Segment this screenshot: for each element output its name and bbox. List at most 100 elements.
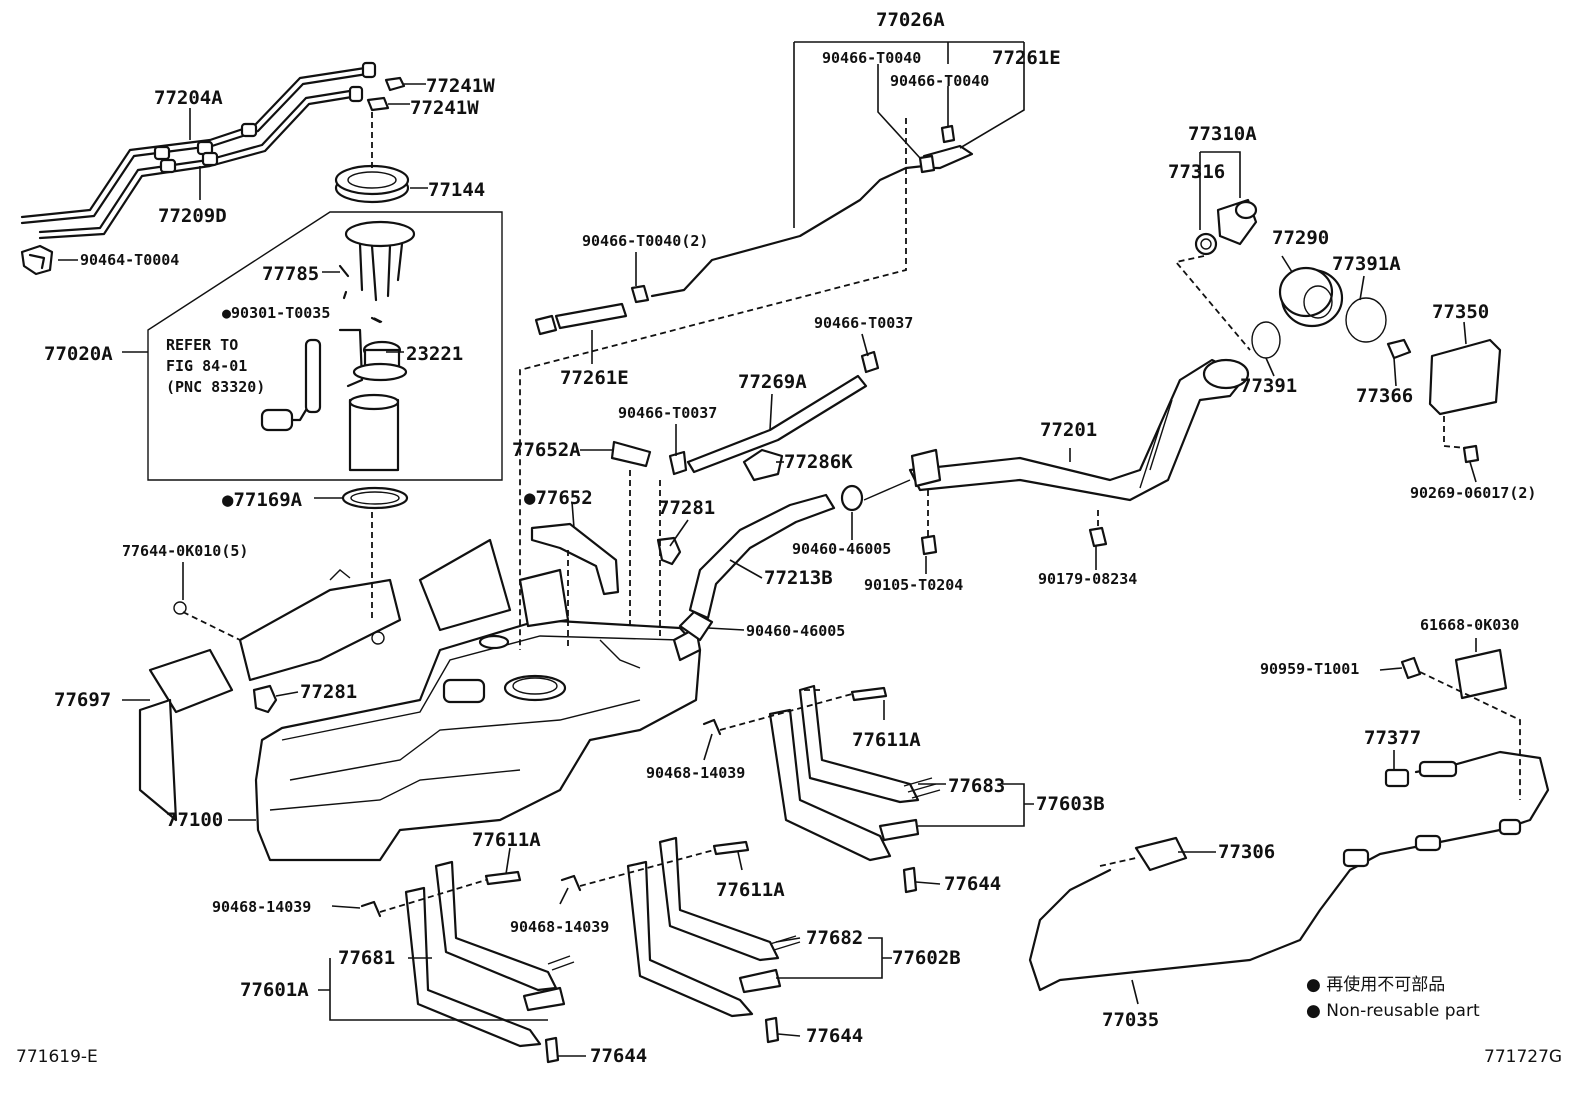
opener-cable-77035 xyxy=(1028,750,1550,992)
legend-jp: ● 再使用不可部品 xyxy=(1306,974,1445,995)
fuel-lid-77350 xyxy=(1428,338,1502,416)
label-77644-0K010: 77644-0K010(5) xyxy=(122,542,248,560)
guide-lines xyxy=(182,112,1521,913)
clamp-90460-b xyxy=(678,610,714,642)
clip-77241w-bottom xyxy=(366,96,390,112)
label-90301-T0035: ●90301-T0035 xyxy=(222,304,330,322)
fuel-tank-77100 xyxy=(254,618,702,862)
clip-77281-a xyxy=(656,536,682,566)
label-90464-T0004: 90464-T0004 xyxy=(80,251,179,269)
label-77310A: 77310A xyxy=(1188,123,1257,145)
gasket-77391a xyxy=(1345,297,1387,343)
retainer-ring-77144 xyxy=(334,164,410,204)
bolt-77644-a xyxy=(902,866,918,894)
label-77316: 77316 xyxy=(1168,161,1225,183)
label-77241W-a: 77241W xyxy=(426,75,495,97)
bolt-77611a-b xyxy=(484,870,522,886)
screw-90269 xyxy=(1462,444,1480,464)
label-77144: 77144 xyxy=(428,179,485,201)
label-77286K: 77286K xyxy=(784,451,853,473)
label-90466-T0037-b: 90466-T0037 xyxy=(618,404,717,422)
bolt-77611a-c xyxy=(712,840,750,856)
label-77644-c: 77644 xyxy=(590,1045,647,1067)
footer-code-left: 771619-E xyxy=(16,1047,98,1067)
label-77391: 77391 xyxy=(1240,375,1297,397)
label-90460-46005-a: 90460-46005 xyxy=(792,540,891,558)
label-90468-14039-b: 90468-14039 xyxy=(212,898,311,916)
label-77682: 77682 xyxy=(806,927,863,949)
label-77611A-a: 77611A xyxy=(852,729,921,751)
clip-90468-c xyxy=(560,874,582,892)
label-90269-06017: 90269-06017(2) xyxy=(1410,484,1536,502)
label-77652: ●77652 xyxy=(524,487,593,509)
label-90466-T0040-a: 90466-T0040 xyxy=(822,49,921,67)
label-77201: 77201 xyxy=(1040,419,1097,441)
strap-77602b xyxy=(626,836,801,1018)
label-refer-1: REFER TO xyxy=(166,336,238,354)
label-90466-T0037-a: 90466-T0037 xyxy=(814,314,913,332)
legend: ● 再使用不可部品 ● Non-reusable part xyxy=(1306,974,1480,1021)
label-77261E-a: 77261E xyxy=(992,47,1061,69)
clip-90959 xyxy=(1400,656,1422,680)
label-refer-2: FIG 84-01 xyxy=(166,357,247,375)
label-77350: 77350 xyxy=(1432,301,1489,323)
fuel-lines-drawing xyxy=(20,61,377,240)
label-77366: 77366 xyxy=(1356,385,1413,407)
label-77035: 77035 xyxy=(1102,1009,1159,1031)
bolt-90105 xyxy=(920,534,938,556)
label-77391A: 77391A xyxy=(1332,253,1401,275)
label-77261E-b: 77261E xyxy=(560,367,629,389)
label-77169A: ●77169A xyxy=(222,489,303,511)
label-77377: 77377 xyxy=(1364,727,1421,749)
label-77026A: 77026A xyxy=(876,9,945,31)
bolt-77644-b xyxy=(764,1016,780,1044)
hinge-77366 xyxy=(1386,338,1412,360)
label-90959-T1001: 90959-T1001 xyxy=(1260,660,1359,678)
label-77681: 77681 xyxy=(338,947,395,969)
label-77281-b: 77281 xyxy=(300,681,357,703)
label-refer-3: (PNC 83320) xyxy=(166,378,265,396)
label-77611A-c: 77611A xyxy=(716,879,785,901)
label-77603B: 77603B xyxy=(1036,793,1105,815)
label-77602B: 77602B xyxy=(892,947,961,969)
label-77644-a: 77644 xyxy=(944,873,1001,895)
nut-90179 xyxy=(1088,526,1108,548)
clamp-90460-a xyxy=(840,484,864,512)
label-90460-46005-b: 90460-46005 xyxy=(746,622,845,640)
label-61668-0K030: 61668-0K030 xyxy=(1420,616,1519,634)
clip-90468-b xyxy=(360,900,382,918)
sheet-77652a xyxy=(610,440,652,468)
label-77683: 77683 xyxy=(948,775,1005,797)
label-77269A: 77269A xyxy=(738,371,807,393)
label-77204A: 77204A xyxy=(154,87,223,109)
label-77100: 77100 xyxy=(166,809,223,831)
legend-en: ● Non-reusable part xyxy=(1306,1001,1480,1021)
label-77601A: 77601A xyxy=(240,979,309,1001)
protector-77652 xyxy=(530,522,620,596)
label-23221: 23221 xyxy=(406,343,463,365)
label-90468-14039-c: 90468-14039 xyxy=(510,918,609,936)
label-77785: 77785 xyxy=(262,263,319,285)
clamp-77286k xyxy=(742,448,784,482)
bolt-77611a-a xyxy=(850,686,888,702)
label-77652A: 77652A xyxy=(512,439,581,461)
label-77209D: 77209D xyxy=(158,205,227,227)
footer-code-right: 771727G xyxy=(1484,1047,1562,1067)
gasket-77391 xyxy=(1251,321,1281,359)
label-90466-T0040-2: 90466-T0040(2) xyxy=(582,232,708,250)
clip-77281-b xyxy=(252,684,278,714)
part-labels: 77026A 90466-T0040 90466-T0040 77261E 77… xyxy=(44,9,1536,1067)
label-77213B: 77213B xyxy=(764,567,833,589)
label-77281-a: 77281 xyxy=(658,497,715,519)
clip-90464-drawing xyxy=(20,244,54,276)
label-90179-08234: 90179-08234 xyxy=(1038,570,1137,588)
label-90105-T0204: 90105-T0204 xyxy=(864,576,963,594)
label-77306: 77306 xyxy=(1218,841,1275,863)
filler-pipe-77201 xyxy=(863,358,1250,502)
tube-77026a xyxy=(650,164,926,298)
label-77290: 77290 xyxy=(1272,227,1329,249)
label-90468-14039-a: 90468-14039 xyxy=(646,764,745,782)
clip-90468-a xyxy=(702,718,722,736)
